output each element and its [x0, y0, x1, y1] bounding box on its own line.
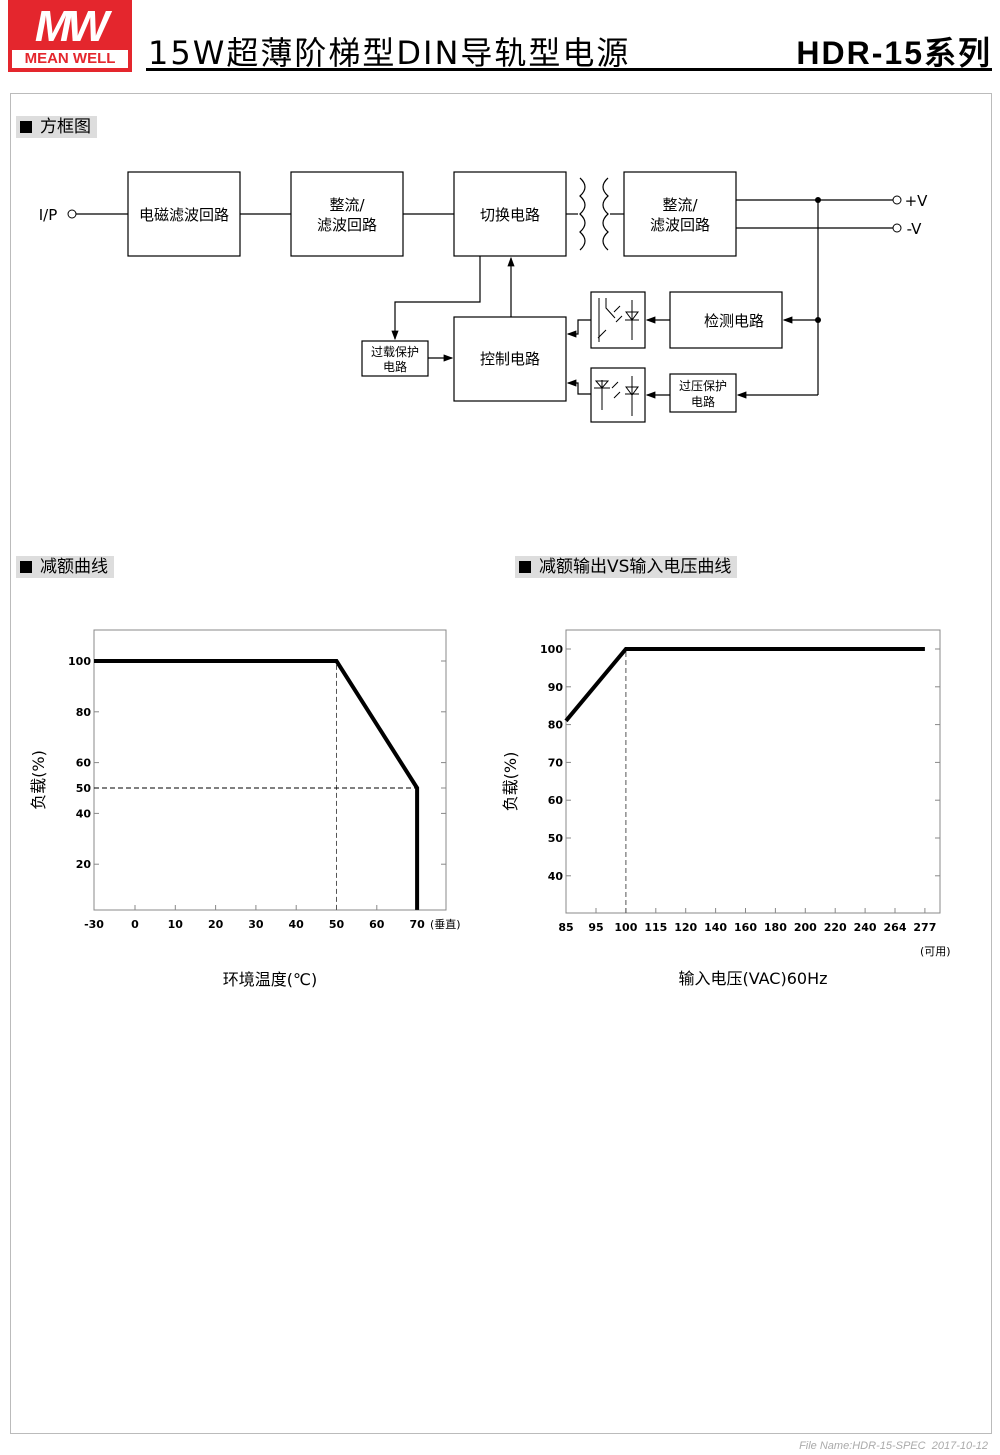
- olp-block: [361, 340, 429, 377]
- x-tick-label: 60: [369, 918, 385, 931]
- junction-dot: [815, 197, 821, 203]
- y-tick-label: 60: [76, 757, 92, 770]
- y-tick-label: 50: [548, 832, 564, 845]
- junction-dot: [815, 317, 821, 323]
- logo-text: MEAN WELL: [12, 50, 128, 68]
- block-diagram: I/P 电磁滤波回路 整流/ 滤波回路 切换电路 整流/ 滤波回路 检测电路 控…: [39, 171, 929, 423]
- transformer-icon: [579, 177, 609, 251]
- x-tick-label: 20: [208, 918, 224, 931]
- section-block-diagram: 方框图: [16, 116, 97, 138]
- emi-filter-block: [127, 171, 241, 257]
- emi-filter-label: 电磁滤波回路: [139, 206, 229, 224]
- output-terminal-icon: [892, 195, 902, 205]
- rectifier-filter-block: [290, 171, 404, 257]
- y-tick-label: 20: [76, 858, 92, 871]
- y-tick-label: 40: [76, 807, 92, 820]
- plot-area: [93, 629, 447, 911]
- rectifier-label-2: 滤波回路: [317, 216, 377, 234]
- section-derating: 减额曲线: [16, 556, 114, 578]
- x-tick-label: -30: [84, 918, 104, 931]
- switching-label: 切换电路: [480, 206, 540, 224]
- logo-mark: MW: [34, 2, 109, 51]
- mean-well-logo: MW MEAN WELL: [8, 0, 132, 72]
- optocoupler-icon: [590, 367, 646, 423]
- series-name: HDR-15系列: [796, 35, 992, 71]
- y-axis-label: 负载(%): [29, 750, 48, 810]
- x-tick-label: 160: [734, 921, 757, 934]
- switching-block: [453, 171, 567, 257]
- x-axis-label: 环境温度(℃): [223, 970, 317, 989]
- x-tick-label: 120: [674, 921, 697, 934]
- square-bullet-icon: [20, 121, 32, 133]
- olp-label-1: 过载保护: [371, 345, 419, 359]
- section-title: 方框图: [40, 117, 91, 137]
- x-tick-label: 70: [409, 918, 425, 931]
- control-block: [453, 316, 567, 402]
- derating-curve: [94, 659, 420, 910]
- x-tick-label: 85: [558, 921, 573, 934]
- x-tick-label: 277: [913, 921, 936, 934]
- section-title: 减额输出VS输入电压曲线: [539, 557, 732, 577]
- x-tick-label: 95: [588, 921, 603, 934]
- x-tick-label: 10: [168, 918, 184, 931]
- ovp-label-1: 过压保护: [679, 379, 727, 393]
- output-negative-label: -V: [907, 220, 923, 238]
- section-derating-vs-input: 减额输出VS输入电压曲线: [515, 556, 738, 578]
- output-positive-label: +V: [905, 192, 929, 210]
- y-tick-label: 50: [76, 782, 92, 795]
- header-divider: [146, 68, 992, 71]
- input-terminal-icon: [67, 209, 77, 219]
- x-tick-label: 140: [704, 921, 727, 934]
- ovp-label-2: 电路: [691, 394, 715, 409]
- y-tick-label: 40: [548, 870, 564, 883]
- y-tick-label: 100: [68, 655, 91, 668]
- x-tick-label: 200: [794, 921, 817, 934]
- y-tick-label: 100: [540, 643, 563, 656]
- x-axis-suffix: (垂直): [430, 917, 461, 931]
- x-tick-label: 220: [824, 921, 847, 934]
- file-name: File Name:HDR-15-SPEC: [799, 1440, 926, 1452]
- ovp-block: [669, 373, 737, 413]
- y-tick-label: 90: [548, 681, 564, 694]
- output-rectifier-label-2: 滤波回路: [650, 216, 710, 234]
- square-bullet-icon: [20, 561, 32, 573]
- x-tick-label: 30: [248, 918, 264, 931]
- footer-date: 2017-10-12: [931, 1440, 988, 1452]
- x-tick-label: 40: [289, 918, 305, 931]
- content-frame: [10, 93, 992, 1434]
- x-tick-label: 50: [329, 918, 345, 931]
- olp-label-2: 电路: [383, 359, 407, 374]
- x-tick-label: 264: [884, 921, 907, 934]
- detection-block: [669, 291, 783, 349]
- plot-area: [565, 629, 941, 914]
- y-axis-label: 负载(%): [501, 752, 520, 812]
- output-rectifier-label-1: 整流/: [662, 196, 698, 214]
- x-tick-label: 115: [644, 921, 667, 934]
- detection-label: 检测电路: [704, 312, 764, 330]
- x-tick-label: 0: [131, 918, 139, 931]
- x-tick-label: 240: [854, 921, 877, 934]
- input-label: I/P: [39, 206, 58, 224]
- derating-vs-input-chart: 40 50 60 70 80 90 100 85 95 100 115 120 140 160 180 200…: [501, 629, 951, 988]
- y-tick-label: 80: [548, 719, 564, 732]
- y-tick-label: 80: [76, 706, 92, 719]
- control-label: 控制电路: [480, 350, 540, 368]
- derating-chart: 20 40 50 60 80 100 -30 0 10 20 30 40 50 60 70 环境温度(℃) 负载…: [29, 629, 461, 989]
- page-title: 15W超薄阶梯型DIN导轨型电源: [148, 34, 631, 72]
- y-tick-label: 60: [548, 794, 564, 807]
- section-title: 减额曲线: [40, 557, 108, 577]
- y-tick-label: 70: [548, 756, 564, 769]
- output-rectifier-block: [623, 171, 737, 257]
- x-axis-suffix: (可用): [920, 945, 951, 958]
- output-terminal-icon: [892, 223, 902, 233]
- x-tick-label: 100: [614, 921, 637, 934]
- x-axis-label: 输入电压(VAC)60Hz: [678, 969, 827, 988]
- footer: File Name:HDR-15-SPEC 2017-10-12: [799, 1440, 988, 1452]
- x-tick-label: 180: [764, 921, 787, 934]
- square-bullet-icon: [519, 561, 531, 573]
- derating-curve: [564, 647, 925, 723]
- rectifier-label-1: 整流/: [329, 196, 365, 214]
